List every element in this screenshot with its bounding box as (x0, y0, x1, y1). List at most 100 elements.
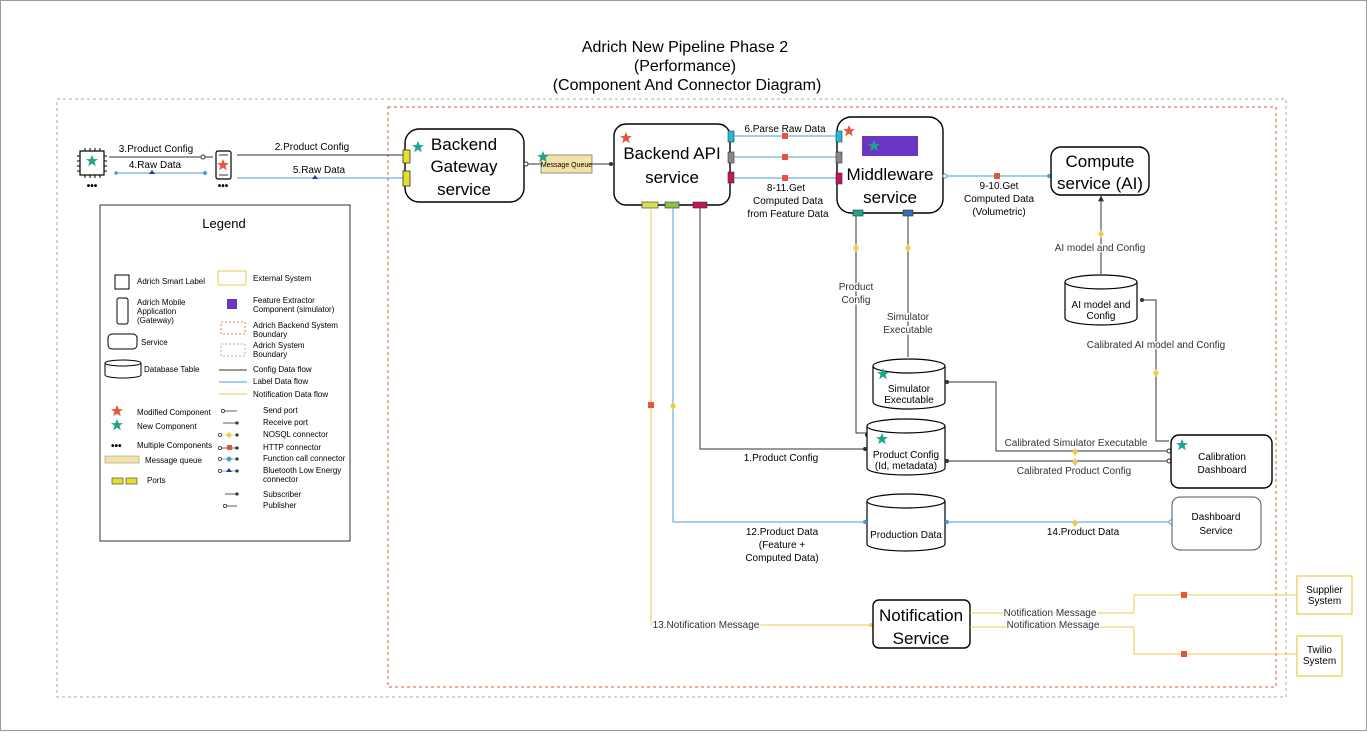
middleware-line-2: service (863, 188, 917, 207)
svg-text:Adrich Mobile: Adrich Mobile (137, 298, 186, 307)
label-calibrated-ai: Calibrated AI model and Config (1087, 340, 1225, 351)
svg-text:Message queue: Message queue (145, 456, 202, 465)
svg-text:Component (simulator): Component (simulator) (253, 305, 335, 314)
legend: Legend Adrich Smart Label Adrich Mobile … (99, 204, 351, 542)
svg-text:Notification: Notification (879, 606, 963, 625)
twilio-system[interactable]: Twilio System (1296, 635, 1343, 677)
svg-text:Message Queue: Message Queue (541, 162, 592, 169)
svg-text:•••: ••• (218, 181, 229, 192)
svg-text:Application: Application (137, 307, 176, 316)
svg-text:Adrich Smart Label: Adrich Smart Label (137, 277, 205, 286)
svg-text:Dashboard: Dashboard (1192, 512, 1241, 523)
backend-api-service[interactable]: Backend API service (613, 123, 735, 209)
svg-text:Twilio: Twilio (1307, 645, 1332, 656)
label-c811-1: 8-11.Get (767, 183, 805, 194)
svg-text:New Component: New Component (137, 422, 197, 431)
svg-text:(Gateway): (Gateway) (137, 316, 174, 325)
product-config-db: Product Config (Id, metadata) (866, 418, 946, 476)
label-c6: 6.Parse Raw Data (744, 124, 826, 135)
label-c4: 4.Raw Data (129, 160, 182, 171)
svg-text:•••: ••• (87, 181, 98, 192)
mobile-app-icon: ••• (215, 150, 232, 192)
svg-text:System: System (1303, 656, 1336, 667)
svg-text:Bluetooth Low Energy: Bluetooth Low Energy (263, 466, 341, 475)
svg-text:Service: Service (893, 629, 950, 648)
gateway-line-3: service (437, 180, 491, 199)
label-c811-3: from Feature Data (747, 209, 829, 220)
svg-text:Send port: Send port (263, 406, 298, 415)
compute-service[interactable]: Compute service (AI) (1050, 146, 1150, 196)
gateway-line-2: Gateway (430, 157, 498, 176)
svg-text:Config: Config (1087, 311, 1116, 322)
simulator-db: Simulator Executable (872, 358, 946, 410)
label-c910-1: 9-10.Get (980, 181, 1019, 192)
svg-text:connector: connector (263, 475, 298, 484)
svg-text:NOSQL connector: NOSQL connector (263, 430, 328, 439)
label-ai-model-config: AI model and Config (1055, 243, 1146, 254)
label-c910-2: Computed Data (964, 194, 1034, 205)
svg-text:Receive port: Receive port (263, 418, 309, 427)
svg-text:Multiple Components: Multiple Components (137, 441, 212, 450)
label-notif-1: Notification Message (1004, 608, 1097, 619)
label-c12-1: 12.Product Data (746, 527, 819, 538)
svg-text:Config Data flow: Config Data flow (253, 365, 312, 374)
label-c13: 13.Notification Message (653, 620, 760, 631)
label-product-config-v-1: Product (839, 282, 874, 293)
svg-text:Ports: Ports (147, 476, 166, 485)
svg-text:Database Table: Database Table (144, 365, 200, 374)
label-cal-prod: Calibrated Product Config (1017, 466, 1132, 477)
svg-text:Boundary: Boundary (253, 330, 287, 339)
backend-system-boundary (387, 106, 1277, 688)
label-sim-exec-v-1: Simulator (887, 312, 930, 323)
label-c3: 3.Product Config (119, 144, 194, 155)
supplier-system[interactable]: Supplier System (1296, 575, 1353, 615)
svg-text:HTTP connector: HTTP connector (263, 443, 321, 452)
label-c5: 5.Raw Data (293, 165, 346, 176)
backend-gateway-service[interactable]: Backend Gateway service (402, 128, 525, 203)
notification-service[interactable]: Notification Service (872, 599, 971, 649)
middleware-line-1: Middleware (847, 165, 934, 184)
svg-text:•••: ••• (111, 441, 122, 452)
svg-text:Supplier: Supplier (1306, 585, 1343, 596)
svg-text:System: System (1308, 596, 1341, 607)
svg-text:Label Data flow: Label Data flow (253, 377, 308, 386)
label-c811-2: Computed Data (753, 196, 823, 207)
feature-extractor (862, 136, 918, 156)
svg-text:Adrich Backend System: Adrich Backend System (253, 321, 338, 330)
svg-text:Function call connector: Function call connector (263, 454, 346, 463)
title-line-2: (Performance) (634, 58, 736, 75)
label-c910-3: (Volumetric) (972, 207, 1025, 218)
gateway-line-1: Backend (431, 135, 497, 154)
production-data-db: Production Data (866, 493, 946, 552)
message-queue: Message Queue (537, 151, 593, 174)
svg-text:AI model and: AI model and (1072, 300, 1131, 311)
adrich-system-boundary (56, 98, 1287, 698)
svg-text:External System: External System (253, 274, 312, 283)
svg-text:Subscriber: Subscriber (263, 490, 302, 499)
middleware-service[interactable]: Middleware service (835, 116, 944, 217)
api-line-1: Backend API (623, 144, 720, 163)
svg-text:Service: Service (141, 338, 168, 347)
dashboard-service[interactable]: Dashboard Service (1171, 496, 1262, 551)
label-sim-exec-v-2: Executable (883, 325, 933, 336)
svg-text:Service: Service (1199, 526, 1233, 537)
svg-text:Production Data: Production Data (870, 530, 942, 541)
ai-model-db: AI model and Config (1064, 274, 1138, 326)
label-c12-3: Computed Data) (745, 553, 818, 564)
svg-text:Executable: Executable (884, 395, 934, 406)
label-notif-2: Notification Message (1007, 620, 1100, 631)
label-c2: 2.Product Config (275, 142, 350, 153)
svg-text:Boundary: Boundary (253, 350, 287, 359)
compute-line-1: Compute (1066, 152, 1135, 171)
svg-text:Modified Component: Modified Component (137, 408, 212, 417)
svg-text:Publisher: Publisher (263, 501, 297, 510)
svg-text:Product Config: Product Config (873, 450, 939, 461)
svg-text:(Id, metadata): (Id, metadata) (875, 461, 937, 472)
calibration-dashboard[interactable]: Calibration Dashboard (1170, 434, 1273, 489)
smart-label-icon: ••• (77, 148, 107, 192)
title-line-3: (Component And Connector Diagram) (553, 77, 822, 94)
svg-text:Notification Data flow: Notification Data flow (253, 390, 328, 399)
compute-line-2: service (AI) (1057, 174, 1143, 193)
svg-text:Simulator: Simulator (888, 384, 931, 395)
